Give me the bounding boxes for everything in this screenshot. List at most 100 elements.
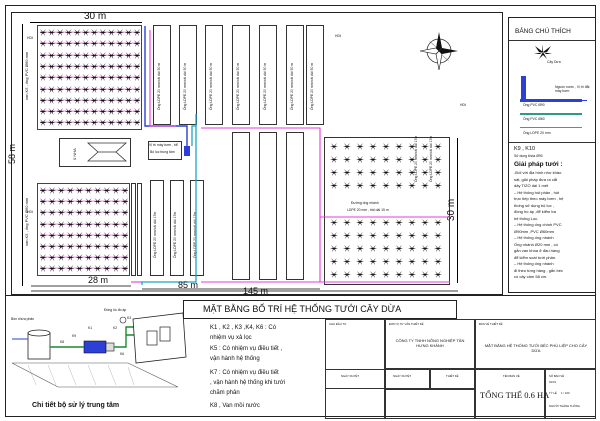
coconut-tree-icon bbox=[48, 254, 57, 262]
coconut-tree-icon bbox=[48, 243, 57, 250]
pipe-strip-short bbox=[150, 180, 164, 276]
detail-k1: K1 bbox=[88, 326, 93, 330]
coconut-tree-icon bbox=[98, 29, 107, 36]
coconut-tree-icon bbox=[98, 62, 107, 70]
coconut-tree-icon bbox=[369, 169, 377, 176]
coconut-tree-icon bbox=[124, 51, 133, 59]
coconut-tree-icon bbox=[382, 169, 390, 176]
detail-desc-line: vận hành hệ thống bbox=[210, 356, 260, 362]
legend-pvc90-icon bbox=[520, 99, 582, 102]
coconut-tree-icon bbox=[121, 209, 128, 217]
coconut-tree-icon bbox=[84, 220, 93, 228]
coconut-tree-icon bbox=[90, 119, 99, 127]
coconut-tree-icon bbox=[84, 198, 93, 206]
legend-solution-line: -Đối với địa hình như khảo bbox=[514, 170, 562, 175]
coconut-tree-icon bbox=[395, 271, 403, 278]
water-source-legend-icon bbox=[521, 76, 526, 100]
coconut-tree-icon bbox=[93, 265, 102, 273]
coconut-tree-icon bbox=[40, 74, 47, 82]
coconut-tree-icon bbox=[93, 243, 102, 250]
plant-column bbox=[395, 143, 403, 278]
coconut-tree-icon bbox=[382, 245, 390, 252]
coconut-tree-icon bbox=[369, 143, 377, 150]
house-box bbox=[59, 138, 131, 167]
coconut-tree-icon bbox=[84, 243, 93, 250]
plant-row bbox=[40, 231, 128, 239]
pipe-strip bbox=[232, 25, 250, 125]
tb-header-drawing: BẢN VẼ THIẾT KẾ bbox=[479, 322, 503, 326]
coconut-tree-icon bbox=[90, 74, 99, 82]
coconut-tree-icon bbox=[121, 231, 128, 239]
coconut-tree-icon bbox=[133, 62, 140, 70]
coconut-tree-icon bbox=[64, 108, 73, 116]
plant-column bbox=[421, 143, 429, 278]
coconut-tree-icon bbox=[124, 74, 133, 82]
plant-row bbox=[40, 265, 128, 273]
compass-rose-icon bbox=[419, 32, 458, 71]
coconut-tree-icon bbox=[115, 62, 124, 70]
coconut-tree-icon bbox=[40, 108, 47, 116]
legend-solution-line: dây TIZO dài 1 mét bbox=[514, 183, 549, 188]
coconut-tree-icon bbox=[75, 231, 84, 239]
detail-drawing bbox=[11, 312, 187, 388]
legend-solution-line: để kiểm soát tưới phân. bbox=[514, 254, 557, 260]
coconut-tree-icon bbox=[421, 169, 429, 176]
coconut-tree-icon bbox=[47, 108, 56, 116]
coconut-tree-icon bbox=[90, 85, 99, 93]
coconut-tree-icon bbox=[56, 29, 65, 36]
coconut-tree-icon bbox=[107, 40, 116, 48]
pipe-strip-short bbox=[190, 180, 204, 276]
coconut-tree-icon bbox=[356, 258, 364, 265]
dim-line-top bbox=[30, 22, 142, 23]
legend-solution-line: đồng hồ áp ,để kiểm tra bbox=[514, 209, 557, 214]
coconut-tree-icon bbox=[107, 96, 116, 104]
coconut-tree-icon bbox=[40, 209, 47, 217]
plant-row bbox=[40, 29, 140, 36]
hdt-label-3: HDt bbox=[335, 34, 341, 38]
tb-cell-drawnum: SỐ BẢN VẼ bbox=[549, 374, 565, 378]
coconut-tree-icon bbox=[40, 198, 47, 206]
coconut-tree-icon bbox=[47, 119, 56, 127]
plant-row bbox=[40, 220, 128, 228]
coconut-tree-icon bbox=[408, 258, 416, 265]
coconut-tree-icon bbox=[102, 243, 111, 250]
dim-line-right bbox=[457, 138, 458, 283]
coconut-tree-icon bbox=[395, 143, 403, 150]
coconut-tree-icon bbox=[75, 187, 84, 194]
coconut-tree-icon bbox=[56, 119, 65, 127]
coconut-tree-icon bbox=[84, 187, 93, 194]
legend-title-divider bbox=[509, 40, 595, 41]
pipe-strip-short bbox=[170, 180, 184, 276]
coconut-tree-icon bbox=[66, 187, 75, 194]
coconut-tree-icon bbox=[47, 51, 56, 59]
coconut-tree-icon bbox=[40, 243, 47, 250]
tb-sign-2 bbox=[385, 369, 430, 389]
coconut-tree-icon bbox=[90, 108, 99, 116]
coconut-tree-icon bbox=[434, 169, 442, 176]
legend-solution-line: đi theo từng hàng , gắn béc bbox=[514, 267, 563, 273]
coconut-tree-icon bbox=[93, 220, 102, 228]
coconut-tree-icon bbox=[102, 209, 111, 217]
coconut-tree-icon bbox=[48, 265, 57, 273]
legend-valve-label: K9 , K10 bbox=[514, 146, 536, 152]
legend-solution-line: Ø90mm ,PVC Ø60mm bbox=[514, 228, 555, 234]
coconut-tree-icon bbox=[102, 198, 111, 206]
hdt-label-4: HDt bbox=[460, 103, 466, 107]
coconut-tree-icon bbox=[382, 232, 390, 239]
coconut-tree-icon bbox=[115, 51, 124, 59]
plant-row bbox=[40, 85, 140, 93]
pipe-strip bbox=[153, 25, 171, 125]
coconut-tree-icon bbox=[395, 245, 403, 252]
coconut-tree-icon bbox=[93, 187, 102, 194]
coconut-tree-icon bbox=[369, 271, 377, 278]
plant-row bbox=[40, 51, 140, 59]
coconut-tree-icon bbox=[102, 187, 111, 194]
dim-line-left bbox=[22, 24, 23, 286]
coconut-tree-icon bbox=[57, 265, 66, 273]
coconut-tree-icon bbox=[93, 209, 102, 217]
coconut-tree-icon bbox=[81, 40, 90, 48]
coconut-tree-icon bbox=[75, 243, 84, 250]
coconut-tree-icon bbox=[98, 96, 107, 104]
pipe-strip bbox=[179, 25, 197, 125]
coconut-tree-icon bbox=[84, 231, 93, 239]
